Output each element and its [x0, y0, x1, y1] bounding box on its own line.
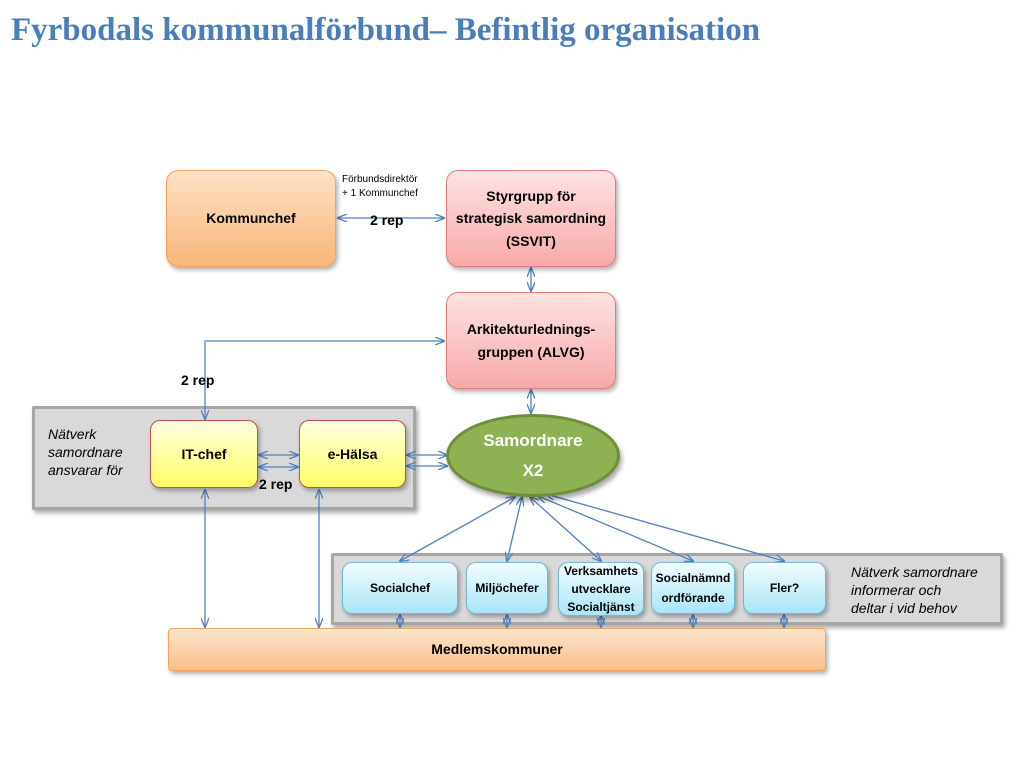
verksamhets-box: Verksamhets utvecklare Socialtjänst	[558, 562, 644, 616]
ehalsa-box: e-Hälsa	[299, 420, 406, 488]
rep-label-left: 2 rep	[181, 372, 215, 388]
fler-box: Fler?	[743, 562, 826, 614]
samordnare-line1: Samordnare	[483, 430, 583, 450]
itchef-box: IT-chef	[150, 420, 258, 488]
right-network-note: Nätverk samordnare informerar och deltar…	[851, 563, 978, 618]
verksamhets-line2: utvecklare	[571, 582, 631, 596]
alvg-line2: gruppen (ALVG)	[477, 343, 585, 360]
alvg-itchef-arrow	[205, 341, 444, 419]
kommunchef-box: Kommunchef	[166, 170, 336, 267]
medlemskommuner-label: Medlemskommuner	[431, 641, 563, 658]
left-note-line2: samordnare	[48, 444, 123, 461]
miljochefer-label: Miljöchefer	[475, 580, 539, 595]
ehalsa-label: e-Hälsa	[327, 445, 378, 462]
styrgrupp-line2: strategisk samordning	[455, 210, 607, 227]
styrgrupp-line3: (SSVIT)	[506, 232, 556, 249]
right-note-line3: deltar i vid behov	[851, 600, 957, 617]
left-note-line1: Nätverk	[48, 426, 97, 442]
page-title: Fyrbodals kommunalförbund– Befintlig org…	[11, 12, 761, 48]
right-note-line2: informerar och	[851, 582, 942, 599]
socialnamnd-box: Socialnämnd ordförande	[651, 562, 735, 614]
medlemskommuner-bar: Medlemskommuner	[168, 628, 826, 671]
samordnare-line2: X2	[522, 460, 544, 480]
left-note-line3: ansvarar för	[48, 462, 123, 479]
forbund-note-line2: + 1 Kommunchef	[342, 187, 418, 199]
socialnamnd-line2: ordförande	[661, 591, 725, 605]
fler-label: Fler?	[769, 580, 800, 595]
samordnare-miljochefer-arrow	[507, 497, 522, 561]
itchef-label: IT-chef	[181, 445, 227, 462]
samordnare-fler-arrow	[546, 494, 784, 561]
miljochefer-box: Miljöchefer	[466, 562, 548, 614]
socialchef-box: Socialchef	[342, 562, 458, 614]
rep-label-top: 2 rep	[370, 212, 404, 228]
left-network-note: Nätverk samordnare ansvarar för	[48, 425, 123, 480]
alvg-box: Arkitekturlednings- gruppen (ALVG)	[446, 292, 616, 389]
styrgrupp-line1: Styrgrupp för	[486, 187, 576, 204]
samordnare-ellipse: Samordnare X2	[446, 414, 620, 497]
samordnare-socialchef-arrow	[400, 497, 515, 561]
styrgrupp-box: Styrgrupp för strategisk samordning (SSV…	[446, 170, 616, 267]
verksamhets-line3: Socialtjänst	[567, 600, 635, 614]
forbund-note: Förbundsdirektör + 1 Kommunchef	[342, 173, 418, 200]
rep-label-mid: 2 rep	[259, 476, 293, 492]
alvg-line1: Arkitekturlednings-	[466, 321, 596, 338]
socialnamnd-line1: Socialnämnd	[655, 570, 731, 585]
verksamhets-line1: Verksamhets	[563, 564, 639, 578]
forbund-note-line1: Förbundsdirektör	[342, 174, 418, 185]
socialchef-label: Socialchef	[369, 580, 431, 595]
right-note-line1: Nätverk samordnare	[851, 564, 978, 580]
kommunchef-label: Kommunchef	[206, 210, 296, 227]
